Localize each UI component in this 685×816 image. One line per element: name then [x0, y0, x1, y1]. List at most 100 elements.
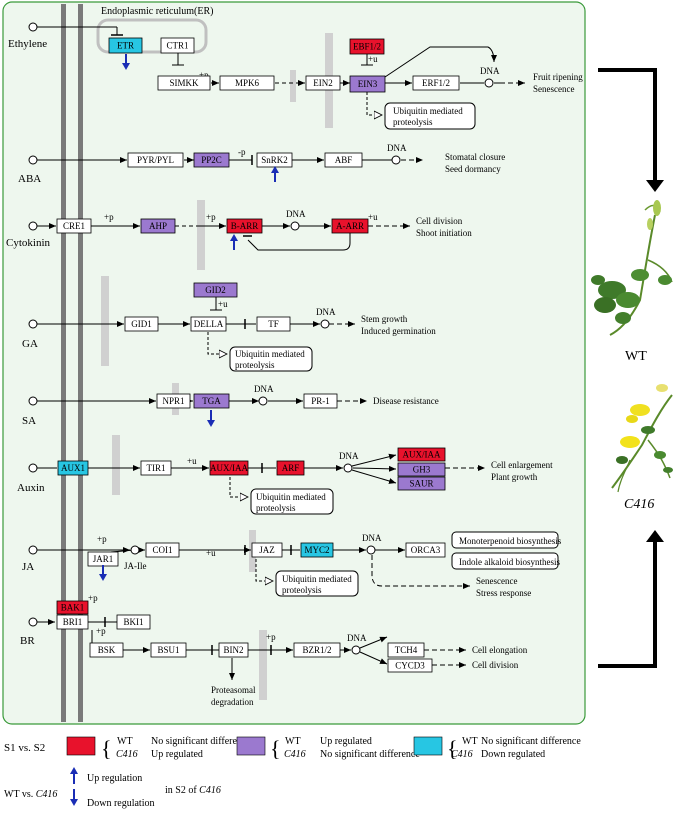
- ligand-node: [28, 22, 38, 32]
- ubiquitin-label: +u: [368, 212, 378, 222]
- legend-purple-1: Up regulated: [320, 736, 372, 747]
- gene-cycd3: CYCD3: [387, 658, 433, 673]
- ubiquitin-label: +u: [206, 548, 216, 558]
- gene-simkk: SIMKK: [157, 75, 211, 91]
- svg-text:proteolysis: proteolysis: [393, 117, 433, 127]
- legend-wt: WT: [285, 736, 301, 747]
- down-regulation-arrow: [99, 565, 107, 581]
- br-pathway: BR: [20, 617, 55, 647]
- gene-label: ERF1/2: [422, 78, 450, 88]
- legend-in-s2: in S2 of C416: [165, 785, 221, 796]
- membrane-line-right: [78, 4, 83, 722]
- phospho-label: +p: [199, 70, 209, 80]
- outcome-text: Shoot initiation: [416, 228, 472, 238]
- gene-box: [150, 642, 187, 658]
- phospho-label: +p: [206, 212, 216, 222]
- gene-label: B-ARR: [231, 221, 259, 231]
- gene-label: EIN3: [358, 79, 378, 89]
- gene-box: [397, 476, 446, 491]
- legend-c416: C416: [284, 749, 306, 760]
- gene-box: [108, 37, 143, 54]
- nuclear-envelope-segment: [197, 200, 205, 270]
- gene-bzr12: BZR1/2: [293, 642, 341, 658]
- gene-label: EIN2: [313, 78, 333, 88]
- pathway-label: GA: [22, 338, 38, 350]
- gene-label: NPR1: [162, 396, 184, 406]
- gene-arf: ARF: [276, 460, 305, 476]
- gene-label: EBF1/2: [353, 42, 381, 52]
- dna-node: [391, 155, 401, 165]
- legend-cyan-1: No significant difference: [481, 736, 581, 747]
- dna-node: [484, 78, 494, 88]
- gene-label: AUX1: [61, 463, 85, 473]
- ga-pathway: GA: [22, 319, 124, 350]
- ja-ile-label: JA-Ile: [124, 561, 147, 571]
- ubiquitin-label: +u: [218, 299, 228, 309]
- dna-node: [320, 319, 330, 329]
- dna-label: DNA: [254, 384, 274, 394]
- gene-label: SnRK2: [261, 155, 288, 165]
- gene-box: [116, 614, 151, 630]
- gene-box: [387, 658, 433, 673]
- wt-plant-image: [591, 200, 673, 336]
- outcome-text: Seed dormancy: [445, 164, 501, 174]
- legend-cyan-swatch: [413, 736, 443, 756]
- gene-box: [276, 460, 305, 476]
- gene-bri1: BRI1: [56, 614, 89, 630]
- gene-myc2: MYC2: [300, 542, 334, 558]
- gene-jar1: JAR1: [87, 551, 119, 567]
- dna-nodes: [130, 78, 494, 655]
- gene-box: [219, 75, 275, 91]
- ubiquitin-box: Ubiquitin mediated proteolysis: [384, 102, 476, 130]
- gene-box: [300, 542, 334, 558]
- svg-text:Ubiquitin mediated: Ubiquitin mediated: [235, 349, 305, 359]
- side-arrows: [598, 68, 664, 668]
- gene-box: [405, 542, 446, 558]
- gene-box: [160, 37, 195, 54]
- gene-bsu1: BSU1: [150, 642, 187, 658]
- phospho-label: +p: [88, 593, 98, 603]
- dna-label: DNA: [387, 143, 407, 153]
- gene-label: TGA: [202, 396, 221, 406]
- phospho-label: +p: [96, 626, 106, 636]
- dna-label: DNA: [347, 633, 367, 643]
- arrow-to-wt: [598, 68, 657, 182]
- gene-label: CYCD3: [395, 661, 425, 671]
- gene-aux1: AUX1: [57, 460, 89, 476]
- gene-pp2c: PP2C: [193, 152, 230, 168]
- gene-box: [226, 218, 263, 234]
- outcome-text: Senescence: [476, 576, 517, 586]
- legend: S1 vs. S2 { WT C416 No significant diffe…: [4, 736, 581, 809]
- gene-label: A-ARR: [336, 221, 364, 231]
- gene-box: [89, 642, 124, 658]
- gene-label: CTR1: [166, 41, 188, 51]
- connections: [88, 46, 525, 680]
- brace: {: [447, 736, 458, 761]
- gene-bki1: BKI1: [116, 614, 151, 630]
- gene-etr: ETR: [108, 37, 143, 54]
- auxin-pathway: Auxin: [17, 463, 140, 494]
- gene-gid2: GID2: [193, 282, 238, 298]
- gene-label: PP2C: [201, 155, 222, 165]
- gene-npr1: NPR1: [156, 393, 191, 409]
- membrane-line-left: [61, 4, 66, 722]
- gene-label: BAK1: [61, 603, 85, 613]
- pathway-label: Cytokinin: [6, 237, 51, 249]
- outcome-text: Disease resistance: [373, 396, 439, 406]
- gene-box: [305, 75, 341, 91]
- nuclear-envelope-segment: [112, 435, 120, 495]
- nuclear-envelope-segment: [259, 630, 267, 700]
- gene-ahp: AHP: [140, 218, 176, 234]
- pathway-label: Auxin: [17, 482, 45, 494]
- gene-label: GH3: [413, 465, 431, 475]
- gene-ein3: EIN3: [349, 75, 386, 93]
- gene-ebf12: EBF1/2: [349, 38, 385, 55]
- gene-label: AUX/IAA: [210, 463, 248, 473]
- legend-wt: WT: [117, 736, 133, 747]
- legend-up-label: Up regulation: [87, 773, 142, 784]
- gene-label: SAUR: [409, 479, 433, 489]
- gene-box: [56, 614, 89, 630]
- gene-auxiaa1: AUX/IAA: [209, 460, 248, 476]
- dna-node: [258, 396, 268, 406]
